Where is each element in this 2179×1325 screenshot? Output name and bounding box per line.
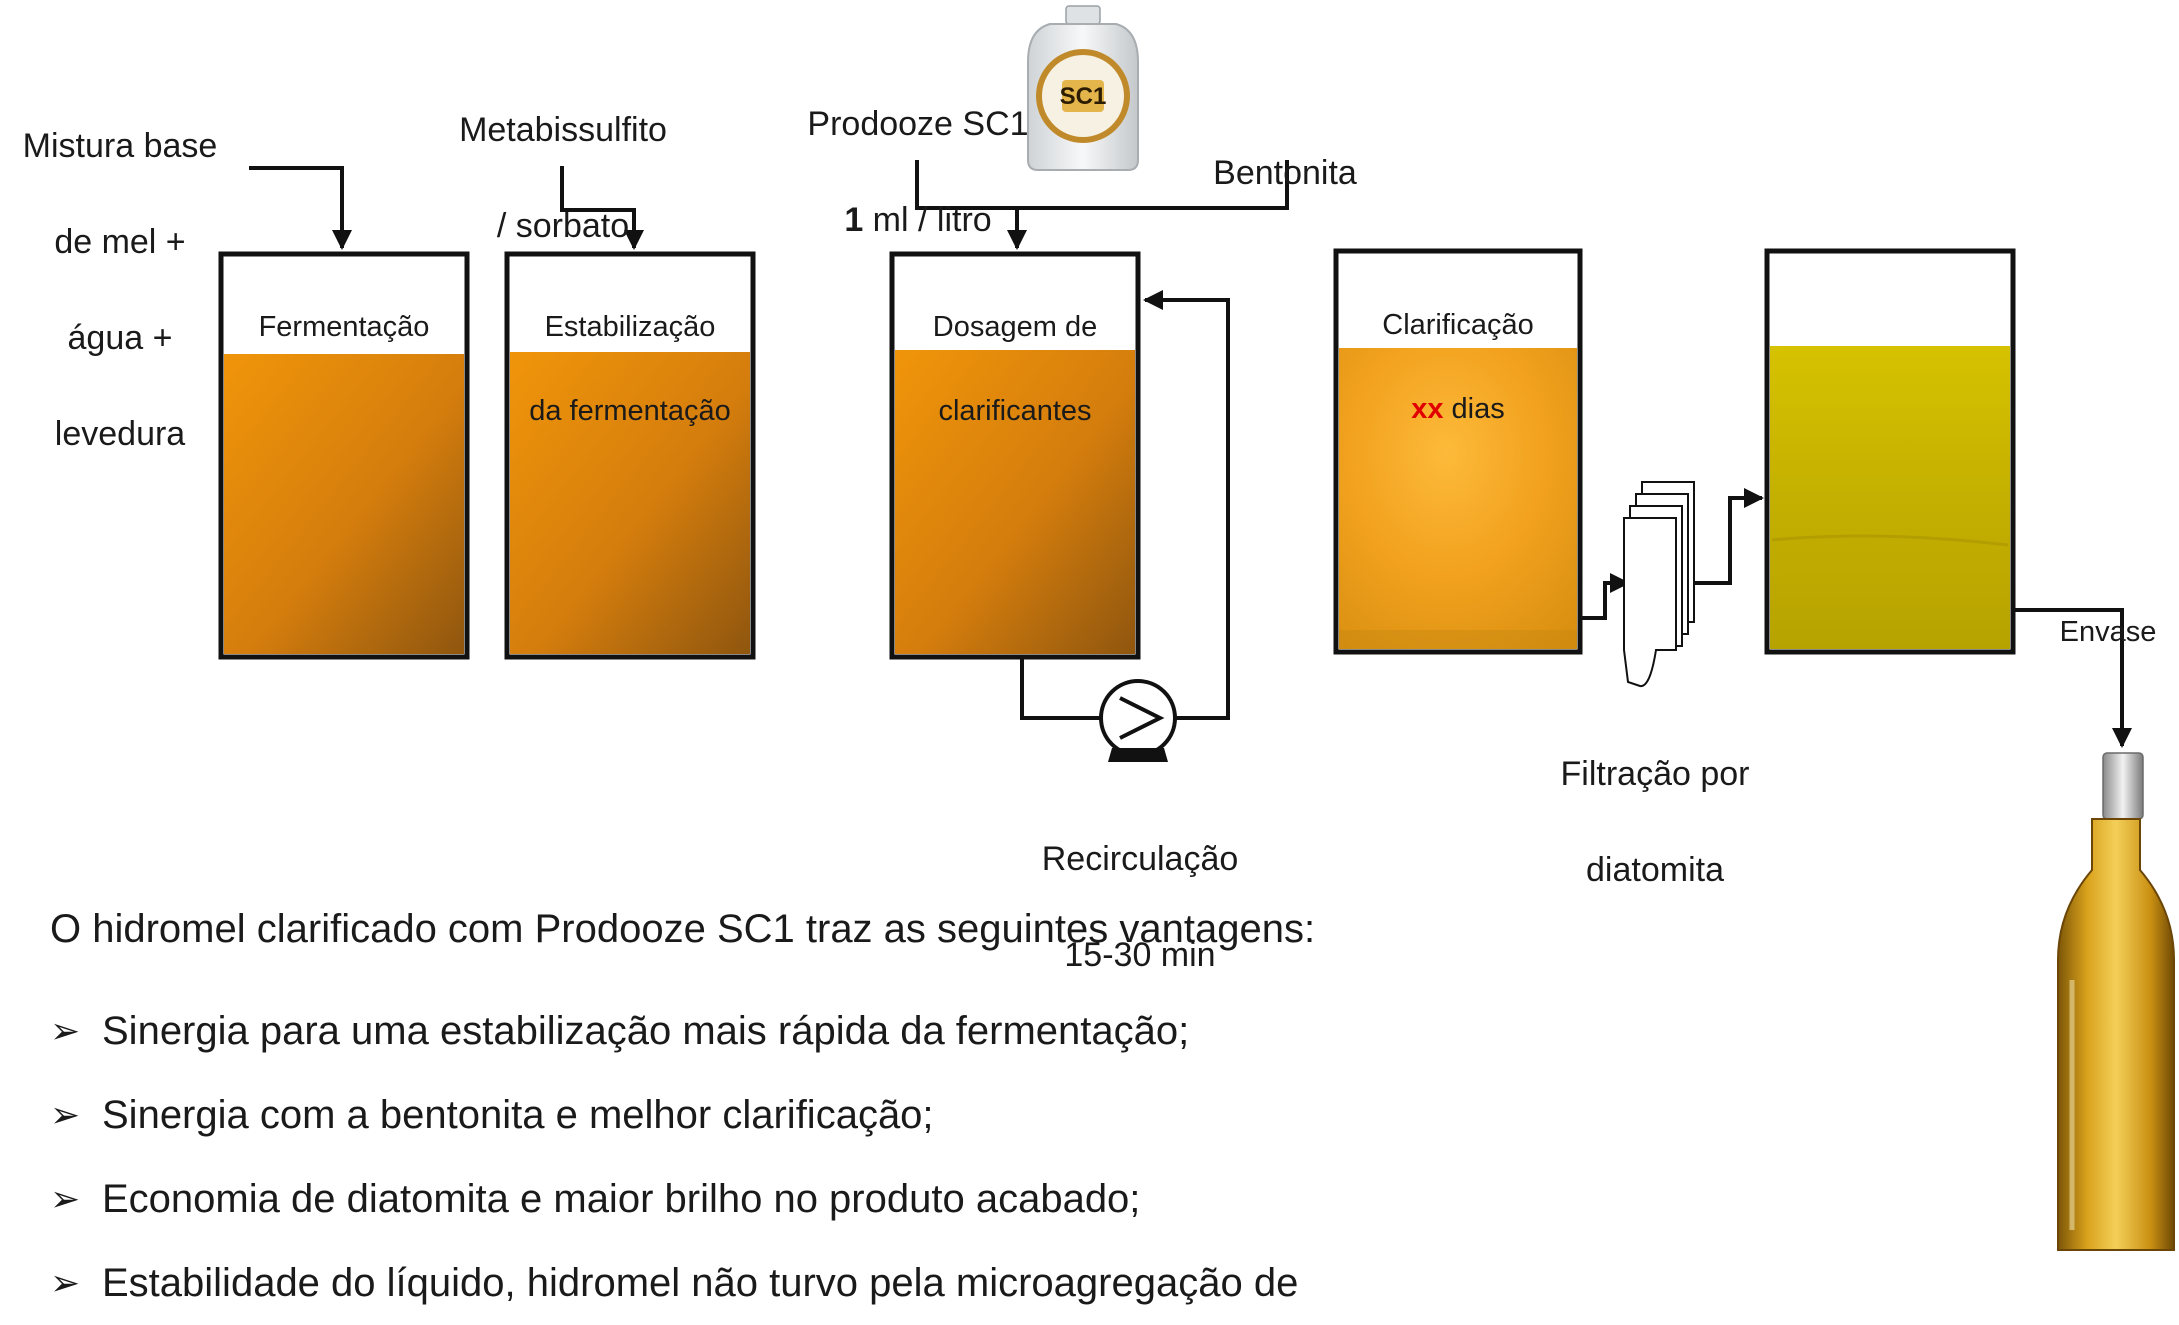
prodooze-line1: Prodooze SC1 [807,105,1029,143]
process-diagram: SC1 [218,5,2175,1251]
arrow-meta-to-estabilizacao [560,166,644,250]
arrow-filter-to-tank [1690,488,1764,585]
recirc-loop-line [1020,657,1100,720]
tank-fermentacao-title: Fermentação [224,264,464,390]
filter-plates-icon [1623,481,1695,688]
prodooze-bottle-icon [1027,5,1139,171]
wine-bottle-icon [2057,752,2175,1251]
tank-clarificacao [1333,248,1583,655]
recirc-line1: Recirculação [1041,840,1239,878]
clarif-line1: Clarificação [1382,309,1534,341]
arrow-clarif-to-filter [1580,573,1630,620]
dosagem-line2: clarificantes [938,395,1092,427]
prodooze-dose: 1 ml / litro [798,196,1038,244]
tank-fermentacao [218,251,470,660]
mix-line3: água + [67,319,173,357]
bullet-arrow-icon: ➢ [50,1262,81,1303]
clarif-days: xx dias [1339,388,1577,430]
arrow-to-envase [2013,608,2132,748]
tank-clarified [1764,248,2016,655]
arrow-mix-to-fermentacao [249,166,352,250]
mix-line4: levedura [54,415,186,453]
tank-dosagem-title: Dosagem de clarificantes [895,264,1135,474]
benefit-item: ➢ Sinergia para uma estabilização mais r… [50,989,1950,1073]
benefit-item: ➢ Estabilidade do líquido, hidromel não … [50,1241,1950,1325]
benefits-section: O hidromel clarificado com Prodooze SC1 … [50,905,1950,1325]
tank-estabilizacao-title: Estabilização da fermentação [500,264,760,474]
recirc-line2: 15-30 min [1064,936,1216,974]
prodooze-dose-rest: ml / litro [863,201,992,239]
tank-dosagem [889,251,1141,660]
filtr-line1: Filtração por [1560,755,1750,793]
benefits-intro: O hidromel clarificado com Prodooze SC1 … [50,907,1316,951]
input-bentonita-label: Bentonita [1180,101,1390,245]
bentonita-text: Bentonita [1213,154,1357,192]
input-mistura-label: Mistura base de mel + água + levedura [2,74,238,506]
benefit-text: Estabilidade do líquido, hidromel não tu… [102,1260,1299,1305]
clarif-days-rest: dias [1443,393,1505,425]
filtracao-label: Filtração por diatomita [1530,702,1780,942]
benefit-text: Sinergia para uma estabilização mais ráp… [102,1008,1190,1053]
bullet-arrow-icon: ➢ [50,1178,81,1219]
tank-estabilizacao [504,251,756,660]
recirculacao-label: Recirculação 15-30 min [1020,787,1260,1027]
mix-line1: Mistura base [22,127,218,165]
estab-line1: Estabilização [544,311,716,343]
meta-line2: / sorbato [496,207,630,245]
estab-line2: da fermentação [529,395,731,427]
dosagem-line1: Dosagem de [932,311,1098,343]
input-prodooze-label: Prodooze SC1 1 ml / litro [798,52,1038,292]
bullet-arrow-icon: ➢ [50,1094,81,1135]
benefit-text: Sinergia com a bentonita e melhor clarif… [102,1092,934,1137]
mix-line2: de mel + [54,223,186,261]
bullet-arrow-icon: ➢ [50,1010,81,1051]
benefit-item: ➢ Sinergia com a bentonita e melhor clar… [50,1073,1950,1157]
tank-clarificacao-title: Clarificação xx dias [1339,262,1577,472]
input-metabissulfito-label: Metabissulfito / sorbato [432,58,694,298]
envase-text: Envase [2059,616,2157,648]
pump-icon [1099,679,1177,762]
arrow-additives-to-dosagem [915,160,1289,210]
clarif-days-bold: xx [1411,393,1444,425]
fermentacao-text: Fermentação [258,311,430,343]
bottle-label: SC1 [1060,83,1107,110]
recirc-return-line [1143,290,1230,720]
benefit-text: Economia de diatomita e maior brilho no … [102,1176,1141,1221]
filtr-line2: diatomita [1586,851,1724,889]
envase-label: Envase [2046,560,2170,704]
prodooze-dose-bold: 1 [844,201,864,239]
meta-line1: Metabissulfito [459,111,667,149]
benefit-item: ➢ Economia de diatomita e maior brilho n… [50,1157,1950,1241]
